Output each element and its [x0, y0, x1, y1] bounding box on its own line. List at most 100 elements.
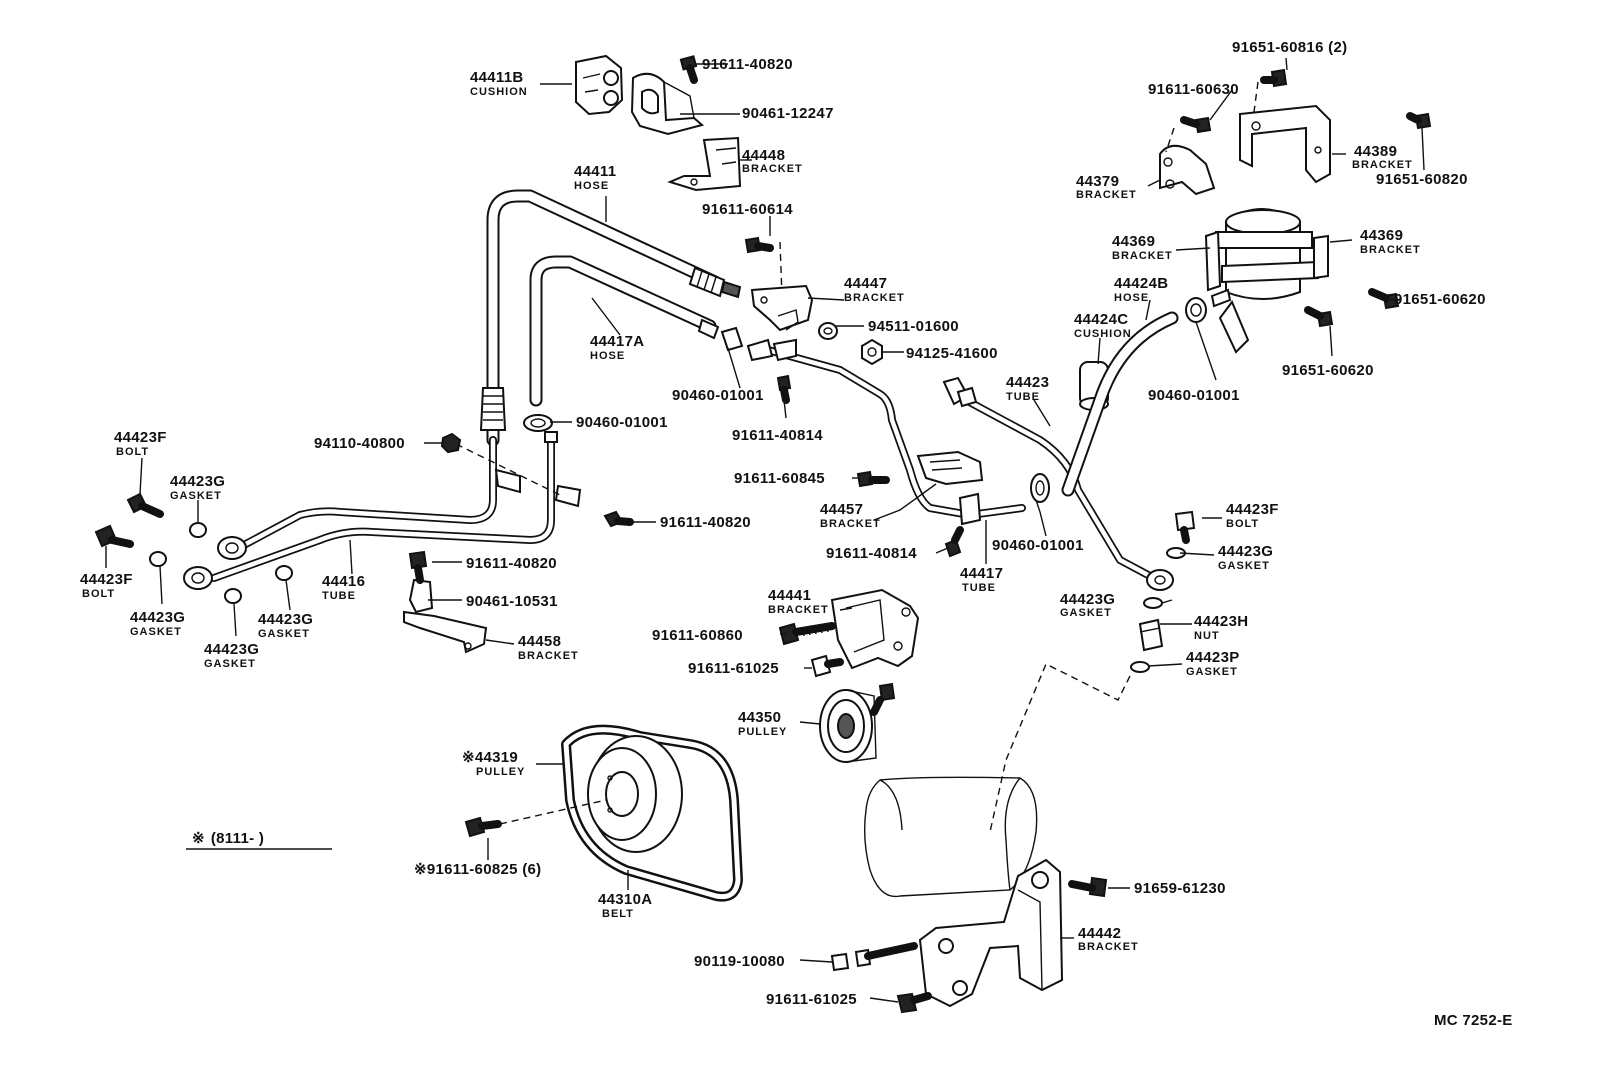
label-l35: 44423G	[1218, 543, 1273, 560]
bolt-91611-60825	[464, 799, 607, 838]
clamp-90460-01001-d	[1185, 297, 1207, 323]
title-code: MC 7252-E	[1434, 1012, 1513, 1029]
label-l45-name: BRACKET	[768, 604, 829, 616]
footnote-symbol: ※	[192, 830, 205, 847]
label-l47-name: GASKET	[204, 658, 256, 670]
label-l25: 90460-01001	[1148, 387, 1240, 404]
label-l12-name: BRACKET	[1112, 250, 1173, 262]
label-l29-name: GASKET	[170, 490, 222, 502]
label-l08: 44448	[742, 147, 785, 164]
label-l39: 44423F	[80, 571, 133, 588]
bolt-91611-40820-top	[679, 55, 698, 84]
label-l44: 90461-10531	[466, 593, 558, 610]
leader-lines	[105, 57, 1425, 1003]
label-l35-name: GASKET	[1218, 560, 1270, 572]
footnote: ※ (8111- )	[192, 830, 264, 847]
label-l09-name: BRACKET	[1076, 189, 1137, 201]
clamp-90461-12247	[630, 72, 705, 136]
label-l11: 91611-60614	[702, 201, 793, 218]
label-l22: 44423	[1006, 374, 1049, 391]
label-l51: 91611-61025	[688, 660, 779, 677]
label-l32-name: BOLT	[1226, 518, 1259, 530]
label-l13: 44369	[1360, 227, 1403, 244]
tube-44423	[942, 376, 1174, 591]
label-l40-name: TUBE	[322, 590, 356, 602]
label-l19: 44417A	[590, 333, 644, 350]
footnote-range: (8111- )	[211, 830, 264, 847]
label-l45: 44441	[768, 587, 811, 604]
pulley-44319	[587, 735, 683, 853]
hose-44411	[479, 189, 742, 447]
bracket-44447	[744, 236, 814, 332]
label-l48: 44458	[518, 633, 561, 650]
label-l18: 44424C	[1074, 311, 1128, 328]
label-l20: 94125-41600	[906, 345, 998, 362]
label-l57: 44442	[1078, 925, 1121, 942]
label-l31-name: BRACKET	[820, 518, 881, 530]
label-l42-name: GASKET	[130, 626, 182, 638]
label-l38: 44417	[960, 565, 1003, 582]
label-l03: 44411B	[470, 69, 524, 86]
label-l03-name: CUSHION	[470, 86, 528, 98]
label-l57-name: BRACKET	[1078, 941, 1139, 953]
label-l21: 91651-60620	[1282, 362, 1374, 379]
label-l50-name: GASKET	[1186, 666, 1238, 678]
pulley-44350	[819, 682, 896, 763]
bolt-91611-60860	[778, 622, 836, 646]
nut-44423h	[1138, 618, 1164, 652]
label-l26: 91611-40814	[732, 427, 823, 444]
bolt-44423f-left-lower	[94, 524, 134, 548]
label-l10: 44411	[574, 163, 616, 180]
label-l06: 44389	[1354, 143, 1397, 160]
label-l24: 90460-01001	[576, 414, 668, 431]
label-l17: 94511-01600	[868, 318, 959, 335]
nut-94110-40800	[440, 432, 462, 454]
label-l15: 44424B	[1114, 275, 1168, 292]
hose-44424b	[1061, 311, 1179, 497]
bracket-44458	[403, 550, 488, 654]
bolts-tank-brackets	[1165, 68, 1432, 328]
label-l48-name: BRACKET	[518, 650, 579, 662]
label-l27-name: BOLT	[116, 446, 149, 458]
bolt-91611-61025-bottom	[896, 992, 932, 1014]
bolt-91659-61230	[1068, 876, 1108, 898]
bracket-44442	[918, 858, 1064, 1008]
label-l14: 44447	[844, 275, 887, 292]
label-l56: 91659-61230	[1134, 880, 1226, 897]
label-l40: 44416	[322, 573, 365, 590]
bracket-44379	[1159, 144, 1216, 196]
label-l55-name: BELT	[602, 908, 634, 920]
bracket-44441	[830, 588, 920, 670]
clamp-90460-01001-a	[523, 414, 553, 432]
labels: 91651-60816 (2) 91611-40820 44411B CUSHI…	[80, 39, 1513, 1029]
label-l37: 91611-40820	[466, 555, 557, 572]
label-l04: 90461-12247	[742, 105, 834, 122]
label-l27: 44423F	[114, 429, 167, 446]
label-l16: 91651-60620	[1394, 291, 1486, 308]
tube-44417	[720, 326, 1026, 519]
label-l46-name: GASKET	[258, 628, 310, 640]
label-l43-name: NUT	[1194, 630, 1220, 642]
gasket-44423g-set	[149, 522, 293, 604]
hose-44417a	[529, 255, 720, 407]
label-l10-name: HOSE	[574, 180, 609, 192]
label-l15-name: HOSE	[1114, 292, 1149, 304]
label-l38-name: TUBE	[962, 582, 996, 594]
label-l19-name: HOSE	[590, 350, 625, 362]
bolt-44423f-left-upper	[126, 492, 164, 518]
belt-44310a	[561, 724, 743, 902]
label-l30: 91611-60845	[734, 470, 825, 487]
label-l42: 44423G	[130, 609, 185, 626]
label-l08-name: BRACKET	[742, 163, 803, 175]
label-l53: ※44319	[462, 749, 518, 766]
label-l06-name: BRACKET	[1352, 159, 1413, 171]
bracket-44457	[856, 450, 984, 558]
tube-44416	[183, 431, 582, 590]
label-l41: 44423G	[1060, 591, 1115, 608]
label-l05: 91611-60630	[1148, 81, 1239, 98]
label-l59: 91611-61025	[766, 991, 857, 1008]
compressor-outline	[863, 776, 1038, 898]
label-l52: 44350	[738, 709, 781, 726]
label-l22-name: TUBE	[1006, 391, 1040, 403]
bracket-44389	[1239, 104, 1331, 184]
